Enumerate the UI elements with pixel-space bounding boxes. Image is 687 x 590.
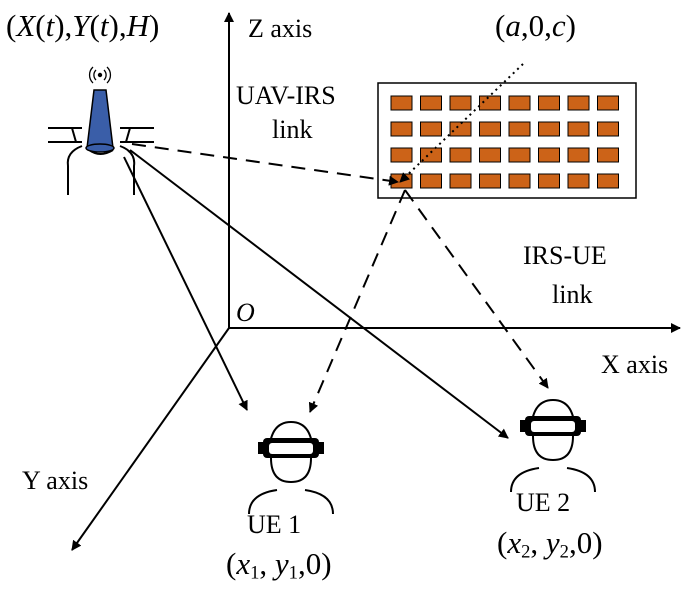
z-axis-label: Z axis <box>248 14 313 43</box>
ue2-vr-user-icon <box>510 398 596 493</box>
uav-irs-link-label-line1: UAV-IRS <box>236 81 336 110</box>
irs-element <box>479 95 501 111</box>
irs-element <box>567 173 590 189</box>
origin-label: O <box>236 298 255 327</box>
irs-element <box>479 173 501 189</box>
irs-element <box>597 173 619 189</box>
irs-panel <box>377 82 637 199</box>
irs-element <box>538 95 560 111</box>
uav-irs-link-label-line2: link <box>272 115 313 144</box>
ue1-position-label: (x1, y1,0) <box>226 546 332 584</box>
ue2-label: UE 2 <box>516 488 571 517</box>
irs-element <box>597 147 619 163</box>
irs-element <box>508 147 531 163</box>
irs-element <box>449 121 472 137</box>
irs-element <box>597 95 619 111</box>
ue1-vr-user-icon <box>248 420 334 515</box>
irs-element <box>420 121 442 137</box>
irs-element <box>449 173 472 189</box>
irs-element <box>420 173 442 189</box>
irs-element <box>449 147 472 163</box>
irs-position-pointer <box>399 63 524 183</box>
irs-element <box>538 147 560 163</box>
irs-element <box>390 95 413 111</box>
y-axis <box>71 327 230 551</box>
irs-ue-link-label-line2: link <box>552 280 593 309</box>
irs-element <box>567 147 590 163</box>
uav-ue2-link <box>129 149 509 439</box>
irs-element <box>420 95 442 111</box>
irs-element <box>449 95 472 111</box>
irs-element <box>420 147 442 163</box>
irs-element <box>567 95 590 111</box>
irs-element <box>390 147 413 163</box>
irs-ue2-link <box>404 189 549 389</box>
irs-position-label: (a,0,c) <box>495 8 576 43</box>
ue1-label: UE 1 <box>247 510 302 539</box>
irs-element <box>508 121 531 137</box>
irs-element <box>597 121 619 137</box>
y-axis-label: Y axis <box>22 466 89 495</box>
irs-ue-link-label-line1: IRS-UE <box>523 241 607 270</box>
ue2-position-label: (x2, y2,0) <box>497 525 603 563</box>
uav-ue1-link <box>123 156 248 411</box>
irs-element <box>538 121 560 137</box>
irs-element <box>567 121 590 137</box>
irs-element <box>508 95 531 111</box>
irs-ue1-link <box>308 189 406 413</box>
irs-element <box>479 121 501 137</box>
irs-element <box>479 147 501 163</box>
irs-element <box>538 173 560 189</box>
uav-position-label: (X(t),Y(t),H) <box>6 8 160 43</box>
x-axis-label: X axis <box>601 350 669 379</box>
uav-irs-link <box>131 143 399 186</box>
irs-element <box>508 173 531 189</box>
uav-drone-icon <box>48 66 154 195</box>
irs-element <box>390 121 413 137</box>
